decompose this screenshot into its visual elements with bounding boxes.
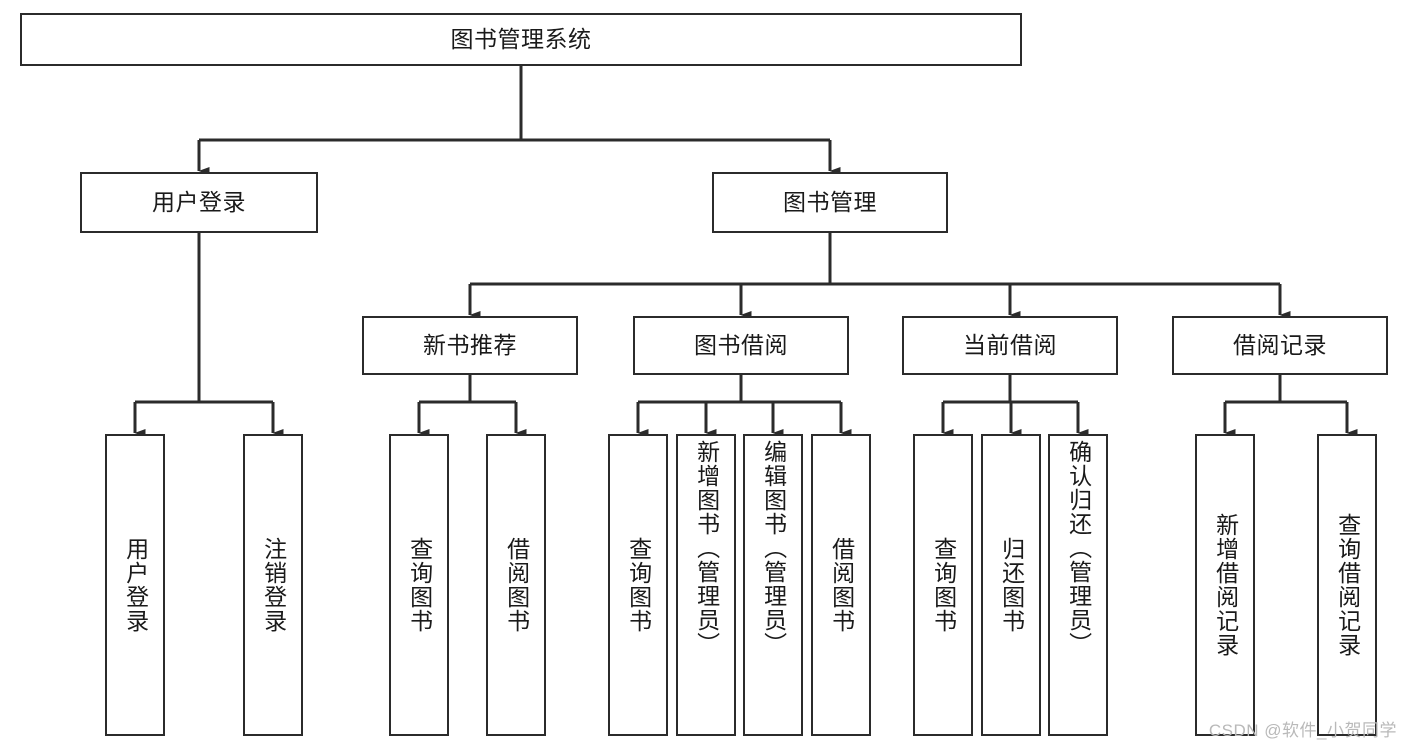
node-query-book-3-label: 查询图书: [930, 537, 957, 633]
node-edit-book-admin[interactable]: 编辑图书（管理员）: [743, 434, 803, 736]
node-confirm-return-admin[interactable]: 确认归还（管理员）: [1048, 434, 1108, 736]
node-query-borrow-record[interactable]: 查询借阅记录: [1317, 434, 1377, 736]
node-book-borrow[interactable]: 图书借阅: [633, 316, 849, 375]
node-return-book-label: 归还图书: [998, 537, 1025, 633]
node-new-book-recommend-label: 新书推荐: [423, 331, 517, 358]
node-borrow-book-2-label: 借阅图书: [828, 537, 855, 633]
node-logout-leaf-label: 注销登录: [260, 537, 287, 633]
node-user-login[interactable]: 用户登录: [80, 172, 318, 233]
node-borrow-book-1-label: 借阅图书: [503, 537, 530, 633]
node-borrow-record-label: 借阅记录: [1233, 331, 1327, 358]
node-borrow-book-2[interactable]: 借阅图书: [811, 434, 871, 736]
node-borrow-record[interactable]: 借阅记录: [1172, 316, 1388, 375]
node-book-manage-label: 图书管理: [783, 188, 877, 215]
node-user-login-leaf[interactable]: 用户登录: [105, 434, 165, 736]
node-query-book-3[interactable]: 查询图书: [913, 434, 973, 736]
watermark-text: CSDN @软件_小贺同学: [1208, 721, 1397, 740]
node-new-book-recommend[interactable]: 新书推荐: [362, 316, 578, 375]
node-add-borrow-record[interactable]: 新增借阅记录: [1195, 434, 1255, 736]
node-logout-leaf[interactable]: 注销登录: [243, 434, 303, 736]
node-current-borrow[interactable]: 当前借阅: [902, 316, 1118, 375]
node-user-login-leaf-label: 用户登录: [122, 537, 149, 633]
node-query-borrow-record-label: 查询借阅记录: [1334, 513, 1361, 657]
node-user-login-label: 用户登录: [152, 188, 246, 215]
node-query-book-1-label: 查询图书: [406, 537, 433, 633]
node-current-borrow-label: 当前借阅: [963, 331, 1057, 358]
node-add-book-admin-label: 新增图书（管理员）: [693, 440, 720, 656]
node-borrow-book-1[interactable]: 借阅图书: [486, 434, 546, 736]
node-query-book-2[interactable]: 查询图书: [608, 434, 668, 736]
node-add-book-admin[interactable]: 新增图书（管理员）: [676, 434, 736, 736]
node-book-manage[interactable]: 图书管理: [712, 172, 948, 233]
node-return-book[interactable]: 归还图书: [981, 434, 1041, 736]
node-book-borrow-label: 图书借阅: [694, 331, 788, 358]
node-confirm-return-admin-label: 确认归还（管理员）: [1065, 440, 1092, 656]
node-add-borrow-record-label: 新增借阅记录: [1212, 513, 1239, 657]
node-query-book-2-label: 查询图书: [625, 537, 652, 633]
node-query-book-1[interactable]: 查询图书: [389, 434, 449, 736]
node-edit-book-admin-label: 编辑图书（管理员）: [760, 440, 787, 656]
node-root-label: 图书管理系统: [450, 25, 592, 52]
node-root[interactable]: 图书管理系统: [20, 13, 1022, 66]
